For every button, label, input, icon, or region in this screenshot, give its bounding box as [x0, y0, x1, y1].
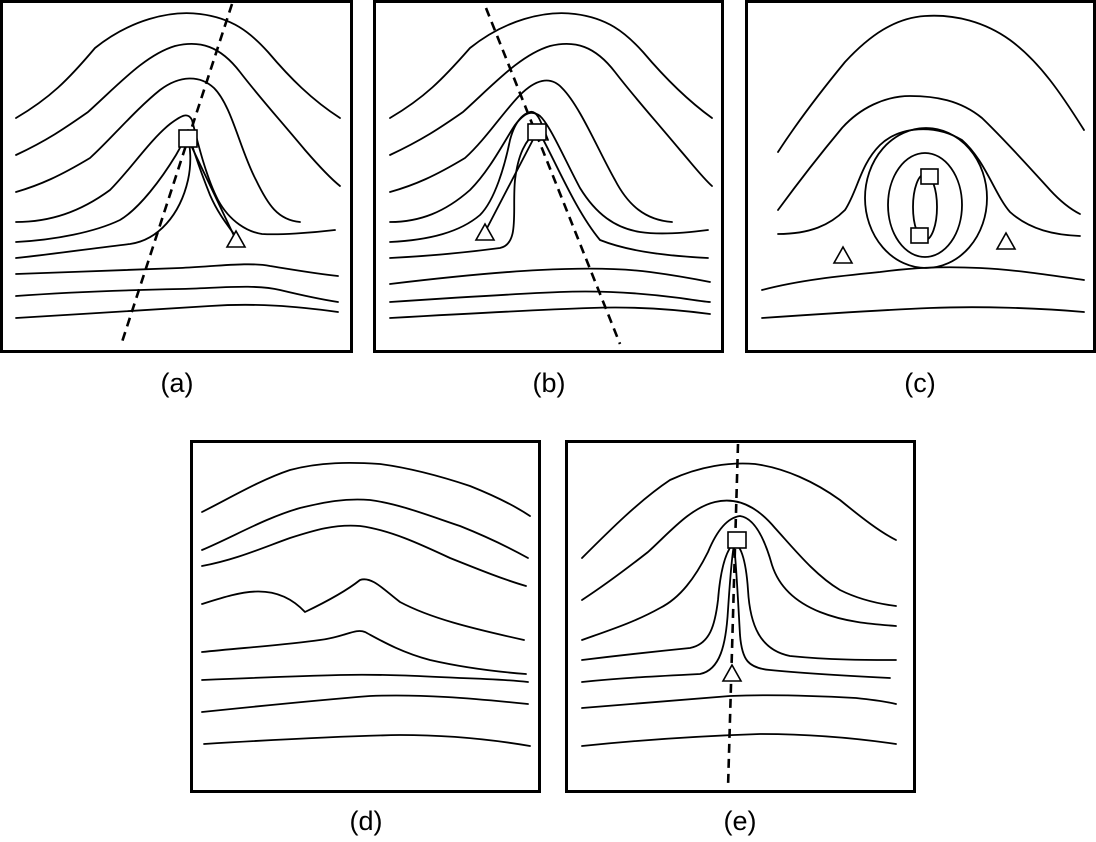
panel-c-frame	[745, 0, 1096, 353]
panel-d-frame	[190, 440, 541, 793]
panel-d-caption: (d)	[350, 806, 383, 836]
contour-line	[581, 515, 897, 641]
contour-line	[761, 306, 1085, 319]
panel-c	[745, 0, 1096, 353]
contour-line	[15, 77, 301, 223]
contour-line	[777, 14, 1085, 153]
contour-line	[201, 498, 529, 559]
contour-line	[389, 111, 709, 235]
contour-line	[201, 462, 531, 517]
panel-d-contours	[201, 462, 531, 747]
panel-b-axis-dashed	[484, 7, 622, 345]
square-marker-icon	[527, 123, 547, 141]
contour-line	[389, 267, 711, 285]
panel-b-contours	[389, 12, 713, 319]
contour-line	[201, 578, 525, 641]
square-marker-icon	[178, 129, 198, 148]
panel-e-caption: (e)	[724, 806, 757, 836]
triangle-marker-icon	[995, 231, 1017, 250]
contour-line	[15, 114, 336, 236]
contour-line	[777, 128, 1081, 237]
contour-line	[203, 734, 531, 747]
contour-line	[761, 266, 1085, 291]
panel-a-frame	[0, 0, 353, 353]
contour-line	[389, 306, 711, 319]
contour-line	[201, 524, 527, 587]
panel-a-contours	[15, 12, 341, 319]
panel-d	[190, 440, 541, 793]
triangle-marker-icon	[474, 222, 496, 241]
contour-closed	[864, 127, 988, 269]
contour-line	[201, 673, 529, 683]
panel-b-caption: (b)	[533, 368, 566, 398]
panel-a-axis-dashed	[120, 3, 234, 343]
contour-line	[389, 12, 713, 119]
panel-b-connector	[484, 131, 538, 233]
panel-e-axis-dashed	[726, 443, 740, 789]
contour-line	[581, 694, 897, 709]
panel-e-contours	[581, 462, 897, 747]
contour-line	[389, 42, 713, 187]
panel-c-caption: (c)	[904, 368, 935, 398]
panel-a	[0, 0, 353, 353]
contour-line	[581, 499, 897, 607]
square-marker-icon	[920, 168, 939, 185]
panel-b	[373, 0, 724, 353]
panel-a-connector	[187, 138, 237, 241]
panel-b-frame	[373, 0, 724, 353]
contour-closed	[887, 152, 963, 258]
contour-line	[389, 79, 673, 223]
contour-line	[581, 733, 897, 747]
contour-line	[389, 129, 709, 259]
square-marker-icon	[727, 531, 747, 549]
contour-line	[201, 630, 527, 675]
square-marker-icon	[910, 227, 929, 244]
contour-line	[15, 263, 339, 277]
panel-a-caption: (a)	[161, 368, 194, 398]
contour-line	[389, 111, 549, 243]
contour-line	[581, 544, 891, 683]
contour-line	[15, 303, 339, 319]
panel-e	[565, 440, 916, 793]
contour-line	[389, 290, 711, 303]
contour-line	[201, 694, 529, 713]
contour-line	[15, 42, 341, 187]
contour-line	[15, 285, 339, 303]
contour-line	[777, 95, 1081, 215]
triangle-marker-icon	[832, 245, 854, 264]
contour-line	[15, 12, 341, 119]
contour-line	[581, 462, 897, 559]
panel-e-frame	[565, 440, 916, 793]
contour-line	[15, 129, 239, 243]
panel-c-contours	[761, 14, 1085, 319]
triangle-marker-icon	[721, 663, 743, 682]
triangle-marker-icon	[225, 229, 247, 248]
